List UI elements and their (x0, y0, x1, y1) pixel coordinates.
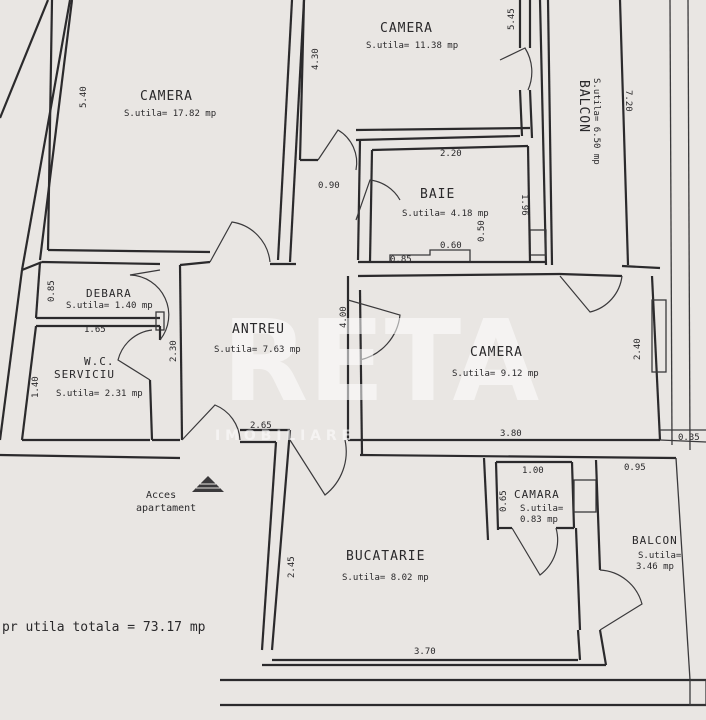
dim-545: 5.45 (507, 8, 517, 30)
room-balcon-bottom-area-line2: 3.46 mp (636, 562, 674, 572)
dim-370: 3.70 (414, 647, 436, 657)
dim-035: 0.35 (678, 433, 700, 443)
room-balcon-top-name: BALCON (576, 80, 591, 133)
access-label-line1: Acces (146, 490, 176, 501)
dim-720: 7.20 (623, 90, 633, 112)
room-bucatarie-walls (260, 429, 606, 667)
total-area-label: pr utila totala = 73.17 mp (2, 620, 206, 635)
room-balcon-bottom-name: BALCON (632, 534, 678, 547)
room-debara-area: S.utila= 1.40 mp (66, 301, 153, 311)
room-balcon-bottom-area-line1: S.utila= (638, 551, 682, 561)
dim-400: 4.00 (339, 306, 349, 328)
room-antreu-area: S.utila= 7.63 mp (214, 345, 301, 355)
room-camara-area-line2: 0.83 mp (520, 515, 558, 525)
watermark-logo-text: RETA (222, 297, 539, 427)
room-baie-name: BAIE (420, 187, 455, 202)
room-camera-top-name: CAMERA (380, 21, 433, 36)
door-swings (117, 47, 643, 631)
dim-090: 0.90 (318, 181, 340, 191)
dim-230: 2.30 (169, 340, 179, 362)
room-camera-right-walls (348, 264, 706, 460)
entrance-marker-icon (192, 476, 224, 492)
room-camera-right-name: CAMERA (470, 345, 523, 360)
room-bucatarie-area: S.utila= 8.02 mp (342, 573, 429, 583)
outer-wall-right-line (669, 0, 673, 446)
dim-220: 2.20 (440, 149, 462, 159)
dim-430: 4.30 (311, 48, 321, 70)
dim-060: 0.60 (440, 241, 462, 251)
room-wc-area: S.utila= 2.31 mp (56, 389, 143, 399)
dim-196: 1.96 (519, 194, 529, 216)
room-camera-left-walls (46, 0, 306, 266)
dim-065: 0.65 (499, 490, 509, 512)
room-wc-name-line1: W.C. (84, 355, 115, 368)
room-antreu-name: ANTREU (232, 322, 285, 337)
dim-380: 3.80 (500, 429, 522, 439)
room-camera-top-area: S.utila= 11.38 mp (366, 41, 458, 51)
dim-265: 2.65 (250, 421, 272, 431)
room-wc-name-line2: SERVICIU (54, 368, 115, 381)
room-baie-area: S.utila= 4.18 mp (402, 209, 489, 219)
room-camara-walls (496, 460, 597, 530)
room-debara-name: DEBARA (86, 287, 132, 300)
dim-140: 1.40 (31, 376, 41, 398)
room-debara-wc-walls (20, 260, 184, 442)
room-camera-top-walls (298, 0, 534, 162)
room-balcon-top-area: S.utila= 6.50 mp (591, 78, 601, 165)
balcony-bottom-walls (574, 457, 691, 681)
dim-540: 5.40 (79, 86, 89, 108)
room-camara-area-line1: S.utila= (520, 504, 564, 514)
access-label-line2: apartament (136, 503, 196, 514)
watermark-logo: RETA I M O B I L I A R E (215, 297, 539, 444)
dim-085: 0.85 (390, 255, 412, 265)
dim-095: 0.95 (624, 463, 646, 473)
dim-245: 2.45 (287, 556, 297, 578)
room-camera-left-area: S.utila= 17.82 mp (124, 109, 216, 119)
room-baie-walls (356, 139, 561, 278)
dim-100: 1.00 (522, 466, 544, 476)
dim-050: 0.50 (477, 220, 487, 242)
exterior-walls (0, 0, 181, 460)
dim-085b: 0.85 (47, 280, 57, 302)
room-camera-right-area: S.utila= 9.12 mp (452, 369, 539, 379)
dim-240: 2.40 (633, 338, 643, 360)
bottom-exterior-lines (220, 678, 706, 707)
watermark-subtitle: I M O B I L I A R E (215, 428, 351, 444)
room-bucatarie-name: BUCATARIE (346, 549, 425, 564)
paper-edge-right (687, 0, 691, 451)
dim-165: 1.65 (84, 325, 106, 335)
room-antreu-walls (179, 260, 364, 456)
room-camara-name: CAMARA (514, 488, 560, 501)
room-camera-left-name: CAMERA (140, 89, 193, 104)
balcony-top-walls (529, 0, 630, 266)
